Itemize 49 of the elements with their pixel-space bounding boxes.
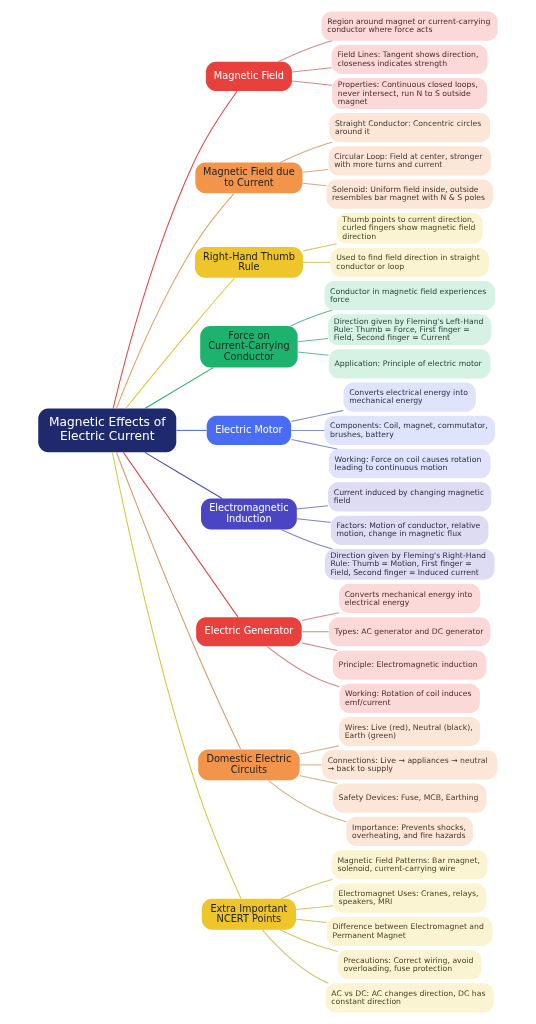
connector: [115, 451, 242, 750]
connector: [299, 745, 340, 755]
connector: [299, 775, 338, 785]
connector: [112, 90, 238, 409]
connector: [280, 528, 333, 550]
node-box: Electric Motor: [206, 415, 292, 445]
node-box: Magnetic Field: [205, 61, 292, 92]
connector: [291, 80, 333, 86]
connector: [291, 409, 344, 422]
connector: [277, 40, 333, 63]
connector: [144, 451, 223, 500]
connector: [122, 451, 239, 618]
connector: [295, 918, 328, 924]
connector: [296, 505, 329, 510]
connector: [280, 878, 333, 900]
node-box: Electromagnetic Induction: [201, 498, 297, 530]
connector: [302, 261, 331, 263]
connector: [267, 779, 347, 823]
connector: [111, 452, 242, 900]
node-box: Right-Hand Thumb Rule: [194, 246, 303, 278]
connector: [261, 929, 329, 984]
connector: [289, 309, 333, 327]
connector: [144, 367, 214, 409]
connector: [175, 429, 208, 431]
connector: [296, 518, 332, 523]
node-box: Magnetic Field due to Current: [195, 162, 303, 194]
connector: [302, 182, 327, 187]
connector: [290, 429, 325, 431]
connector: [295, 905, 334, 911]
connector: [299, 764, 323, 766]
connector: [279, 929, 339, 952]
node-box: Electric Generator: [196, 617, 302, 647]
connector: [125, 277, 235, 409]
node-box: Extra Important NCERT Points: [201, 898, 296, 930]
connector: [297, 337, 329, 343]
connector: [301, 612, 340, 621]
connector: [302, 169, 329, 173]
connector: [115, 193, 235, 409]
connector: [297, 351, 330, 356]
connector: [266, 645, 340, 688]
connector: [291, 438, 338, 450]
node-box: Force on Current-Carrying Conductor: [200, 326, 298, 368]
connector: [302, 243, 338, 252]
node-box: Domestic Electric Circuits: [198, 749, 300, 781]
connector: [301, 642, 338, 651]
node-box: Magnetic Effects of Electric Current: [38, 408, 177, 453]
connector: [279, 141, 333, 163]
connector: [301, 631, 330, 633]
connector: [291, 67, 333, 73]
